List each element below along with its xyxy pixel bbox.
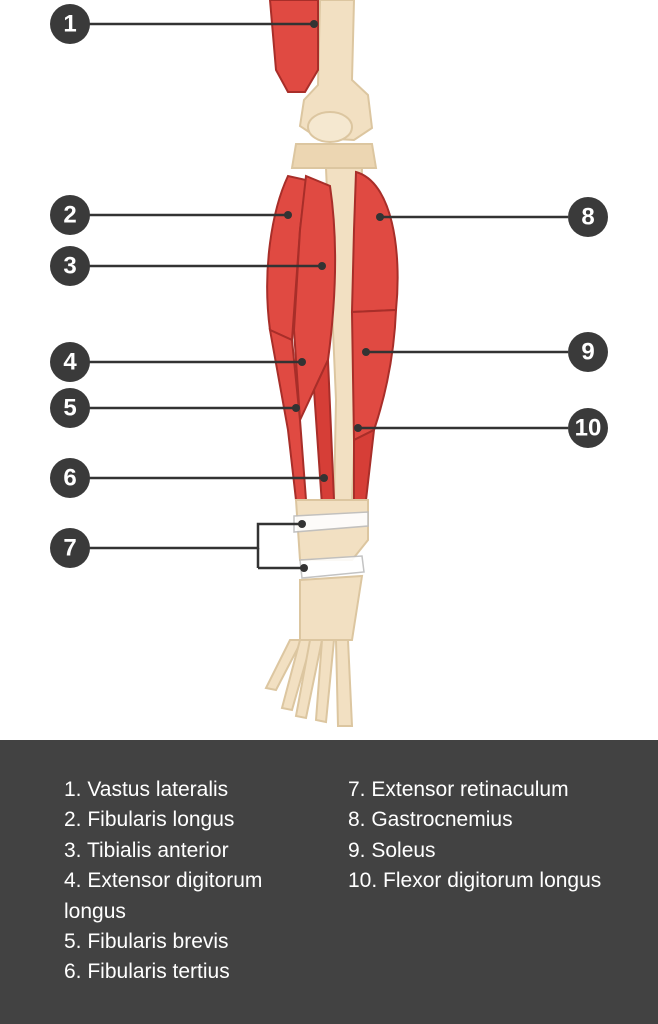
extensor-retinaculum <box>293 511 369 579</box>
femur-bone <box>298 0 374 142</box>
flexor-digitorum-longus-muscle <box>353 428 376 501</box>
soleus-muscle <box>350 308 398 442</box>
marker-10-label: 10 <box>575 415 602 442</box>
marker-10: 10 <box>568 408 608 448</box>
legend-item-fibularis-brevis: 5. Fibularis brevis <box>64 930 229 954</box>
vastus-lateralis-muscle <box>268 0 319 93</box>
knee-joint <box>290 143 378 169</box>
marker-3-label: 3 <box>63 253 76 280</box>
legend-item-fibularis-longus: 2. Fibularis longus <box>64 808 235 832</box>
legend-item-vastus-lateralis: 1. Vastus lateralis <box>64 778 229 801</box>
marker-1: 1 <box>50 4 90 44</box>
marker-5-label: 5 <box>63 395 76 422</box>
marker-8-label: 8 <box>581 204 594 231</box>
patella-bone <box>307 111 353 143</box>
legend-column-right: 7. Extensor retinaculum 8. Gastrocnemius… <box>348 775 638 897</box>
marker-4: 4 <box>50 342 90 382</box>
legend-item-flexor-digitorum-longus: 10. Flexor digitorum longus <box>348 869 602 893</box>
legend-item-soleus: 9. Soleus <box>348 838 436 862</box>
leader-lines <box>88 22 568 570</box>
marker-7: 7 <box>50 528 90 568</box>
foot-bones <box>264 574 364 727</box>
legend-item-extensor-retinaculum: 7. Extensor retinaculum <box>348 778 569 801</box>
gastrocnemius-muscle <box>350 170 399 314</box>
marker-1-label: 1 <box>63 11 76 38</box>
legend-item-tibialis-anterior: 3. Tibialis anterior <box>64 838 229 862</box>
marker-6: 6 <box>50 458 90 498</box>
marker-5: 5 <box>50 388 90 428</box>
marker-4-label: 4 <box>63 349 77 376</box>
marker-6-label: 6 <box>63 465 76 492</box>
marker-9: 9 <box>568 332 608 372</box>
marker-9-label: 9 <box>581 339 594 366</box>
fibularis-tertius-muscle <box>312 359 336 507</box>
marker-8: 8 <box>568 197 608 237</box>
marker-2: 2 <box>50 195 90 235</box>
marker-3: 3 <box>50 246 90 286</box>
legend-item-gastrocnemius: 8. Gastrocnemius <box>348 808 513 832</box>
legend-column-left: 1. Vastus lateralis 2. Fibularis longus … <box>64 775 326 988</box>
legend-item-fibularis-tertius: 6. Fibularis tertius <box>64 960 230 984</box>
leader-endpoints <box>284 20 384 572</box>
legend-panel: 1. Vastus lateralis 2. Fibularis longus … <box>0 740 658 1024</box>
legend-item-extensor-digitorum-longus: 4. Extensor digitorum longus <box>64 869 263 923</box>
marker-7-label: 7 <box>63 535 76 562</box>
leg-muscle-diagram: 1 2 3 4 5 6 7 8 9 10 <box>50 0 608 727</box>
marker-2-label: 2 <box>63 202 76 229</box>
